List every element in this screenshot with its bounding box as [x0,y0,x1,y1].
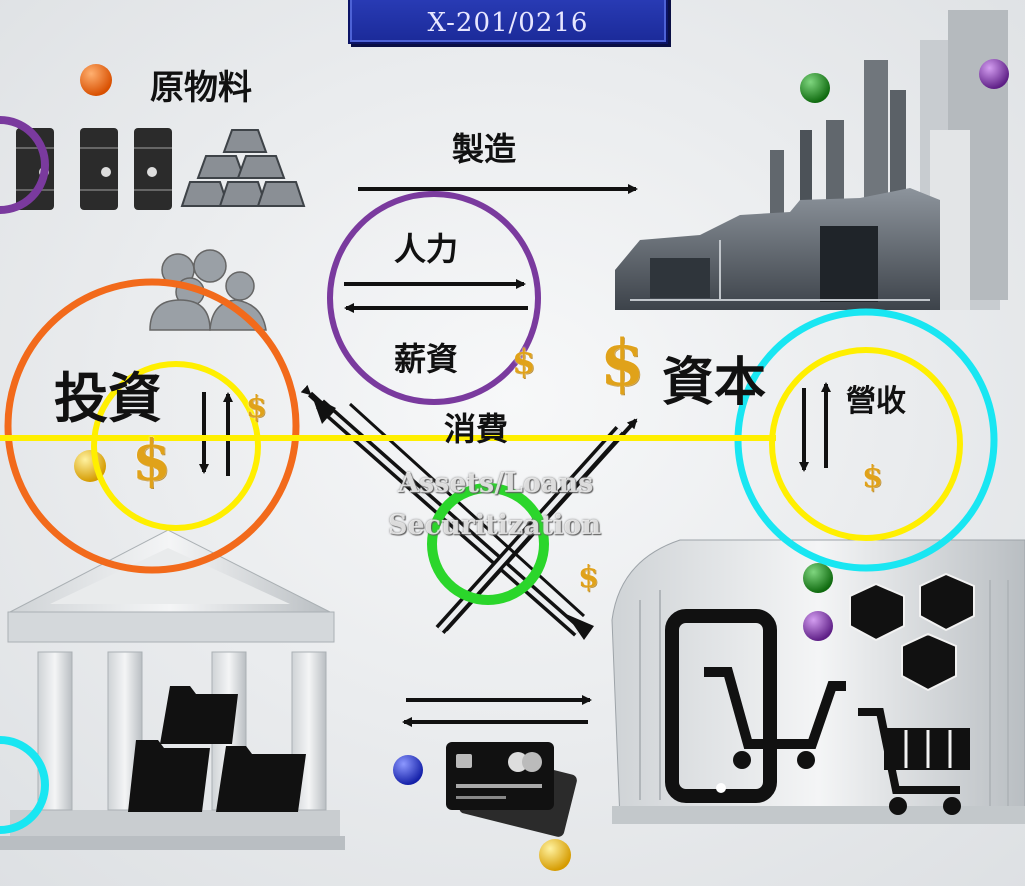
label-manufacturing: 製造 [452,130,517,168]
blue-ball-icon [393,755,423,785]
orange-ring [4,278,300,574]
factory-icon [615,10,1008,310]
shop-icon [611,539,1025,824]
label-investment: 投資 [54,367,162,430]
label-consumption: 消費 [444,410,509,448]
bank-icon [0,529,345,850]
label-wages: 薪資 [394,340,459,378]
slide-title: X-201/0216 [427,8,589,38]
watermark-line1: Assets/Loans [398,468,594,499]
label-labor: 人力 [394,230,459,268]
dollar-icon: $ [246,390,267,425]
dollar-icon: $ [512,342,536,382]
orange-ball-icon [80,64,112,96]
purple-ring [327,191,541,405]
label-raw-materials: 原物料 [150,68,252,108]
smartphone-cart-icon [665,609,777,803]
purple-ball-icon [979,59,1009,89]
dollar-icon: $ [600,326,645,401]
green-ring [427,483,549,605]
folder-icon [128,686,306,812]
purple-partial-ring [0,116,49,214]
label-revenue: 營收 [846,384,906,419]
credit-card-icon [446,742,577,837]
dollar-icon: $ [132,428,171,494]
boxes-icon [849,572,975,692]
dollar-icon: $ [578,560,599,595]
purple-ball-icon [803,611,833,641]
gold-bars-icon [180,129,306,207]
oil-barrel-icon [16,128,172,210]
green-ball-icon [800,73,830,103]
dollar-icon: $ [862,460,883,495]
title-banner: X-201/0216 [348,0,668,44]
label-capital: 資本 [662,353,767,413]
yellow-ring [769,347,963,541]
yellow-ball-icon [539,839,571,871]
watermark-line2: Securitization [388,510,602,541]
shopping-cart-icon [858,708,970,815]
yellow-ring [91,361,261,531]
cyan-partial-ring [0,736,49,834]
green-ball-icon [803,563,833,593]
